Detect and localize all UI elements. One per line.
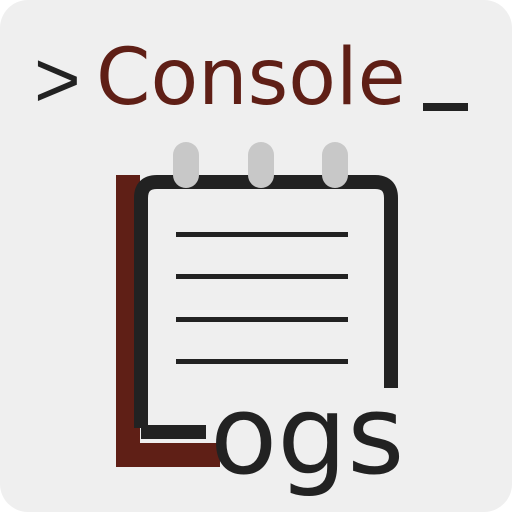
- cursor-underscore: [423, 103, 468, 111]
- notepad-back-page-foot: [116, 443, 220, 467]
- binder-ring-icon: [322, 142, 348, 188]
- note-line: [176, 317, 348, 322]
- note-line: [176, 232, 348, 237]
- note-line: [176, 359, 348, 364]
- note-line: [176, 274, 348, 279]
- prompt-symbol: >: [34, 35, 81, 124]
- binder-ring-icon: [173, 142, 199, 188]
- app-title: Console: [96, 33, 406, 123]
- binder-ring-icon: [248, 142, 274, 188]
- logo-suffix-text: ogs: [210, 371, 405, 499]
